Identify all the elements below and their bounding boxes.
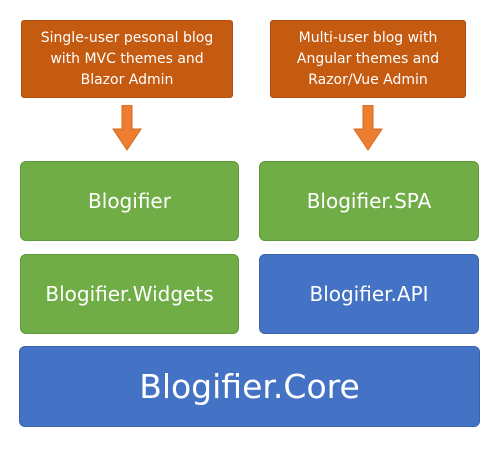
blogifier-core-block: Blogifier.Core bbox=[19, 346, 480, 427]
right-down-arrow-icon bbox=[353, 105, 383, 151]
blogifier-widgets-label: Blogifier.Widgets bbox=[45, 282, 214, 306]
right-description-line-3: Razor/Vue Admin bbox=[308, 71, 428, 88]
left-description-line-2: with MVC themes and bbox=[50, 50, 204, 67]
blogifier-widgets-block: Blogifier.Widgets bbox=[20, 254, 239, 334]
left-description-line-3: Blazor Admin bbox=[80, 71, 174, 88]
blogifier-api-block: Blogifier.API bbox=[259, 254, 479, 334]
right-description-line-2: Angular themes and bbox=[296, 50, 440, 67]
left-description-box: Single-user pesonal blog with MVC themes… bbox=[21, 20, 233, 98]
left-description-line-1: Single-user pesonal blog bbox=[40, 29, 214, 46]
right-description-box: Multi-user blog with Angular themes and … bbox=[270, 20, 466, 98]
blogifier-spa-label: Blogifier.SPA bbox=[306, 189, 432, 213]
right-description-line-1: Multi-user blog with bbox=[298, 29, 438, 46]
blogifier-label: Blogifier bbox=[88, 189, 171, 213]
left-down-arrow-icon bbox=[112, 105, 142, 151]
blogifier-spa-block: Blogifier.SPA bbox=[259, 161, 479, 241]
blogifier-core-label: Blogifier.Core bbox=[139, 367, 360, 406]
blogifier-api-label: Blogifier.API bbox=[309, 282, 429, 306]
blogifier-block: Blogifier bbox=[20, 161, 239, 241]
